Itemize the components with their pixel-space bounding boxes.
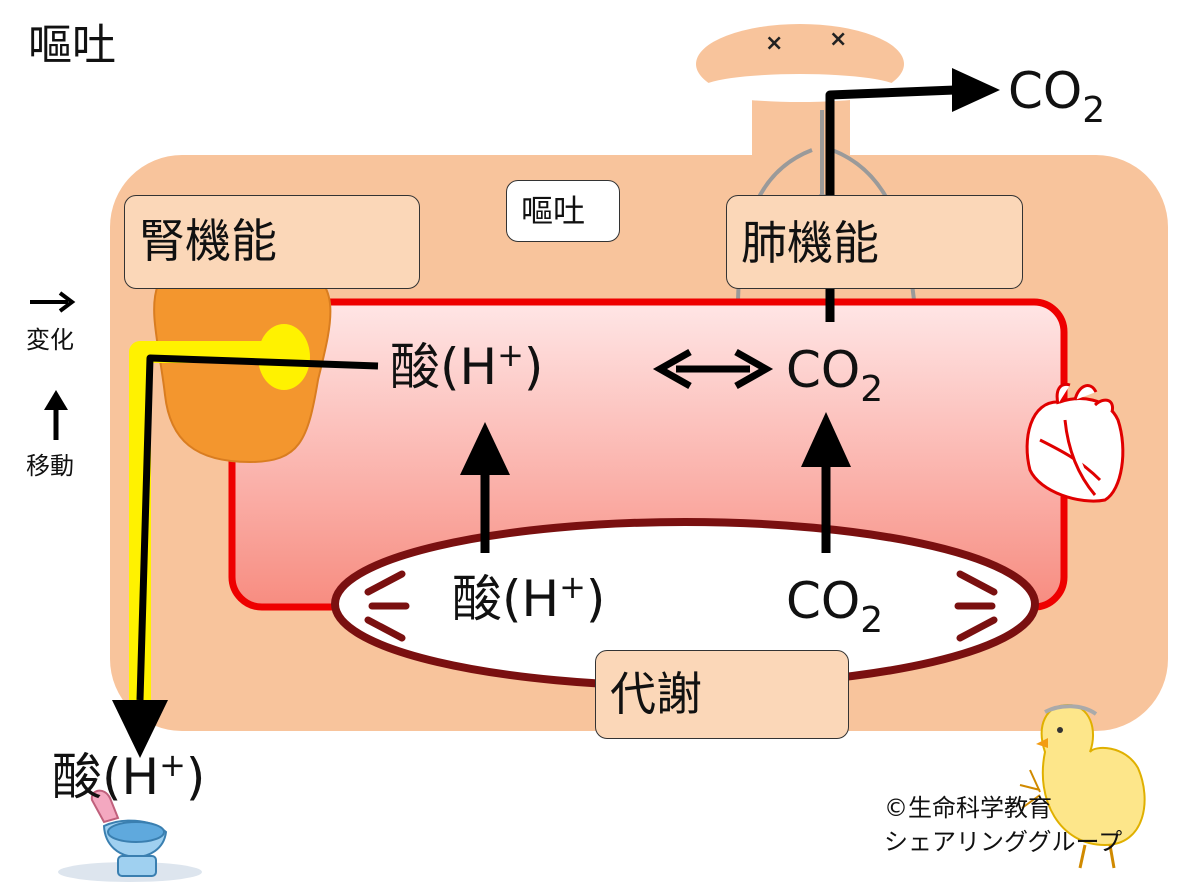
co2-exhale-arrowhead (952, 68, 1000, 112)
acid-close: ) (185, 748, 206, 806)
co2-text: CO (1008, 62, 1083, 120)
kidney-function-label: 腎機能 (139, 214, 277, 268)
acid-excretion-line (136, 354, 379, 701)
arrow-acid-up (460, 422, 510, 553)
acid-plus: + (559, 568, 586, 606)
legend-change-arrow (30, 291, 76, 313)
lung-function-box: 肺機能 (726, 195, 1023, 289)
copyright-line-1: ©生命科学教育 (884, 794, 1052, 822)
acid-plus: + (159, 746, 186, 784)
co2-subscript: 2 (860, 600, 884, 641)
arrow-co2-up (801, 412, 851, 553)
legend-move-label: 移動 (26, 452, 74, 480)
legend-change-label: 変化 (26, 326, 74, 354)
double-arrow (652, 348, 774, 390)
metabolism-box: 代謝 (595, 650, 849, 739)
blood-acid-label: 酸(H+) (390, 339, 543, 392)
lung-function-label: 肺機能 (741, 216, 879, 270)
acid-text: 酸(H (452, 570, 560, 628)
acid-plus: + (497, 336, 524, 374)
eye-right-icon: × (829, 27, 847, 52)
kidney-function-box: 腎機能 (124, 195, 420, 289)
toilet-icon (58, 789, 202, 882)
chick-mascot-icon (1019, 703, 1146, 869)
heart-icon (1025, 382, 1125, 503)
metabolism-ticks (364, 570, 998, 642)
acid-text: 酸(H (52, 748, 160, 806)
metabolism-acid-label: 酸(H+) (452, 571, 605, 624)
acid-excretion-arrowhead (112, 700, 168, 758)
center-badge-label: 嘔吐 (521, 192, 586, 230)
acid-close: ) (523, 338, 544, 396)
copyright-line-2: シェアリンググループ (884, 828, 1123, 856)
co2-text: CO (786, 341, 861, 399)
center-badge: 嘔吐 (506, 180, 620, 242)
exhaled-co2-label: CO2 (1008, 66, 1105, 129)
legend-move-arrow (44, 390, 68, 440)
metabolism-label: 代謝 (610, 667, 702, 721)
co2-subscript: 2 (860, 369, 884, 410)
co2-subscript: 2 (1082, 90, 1106, 131)
blood-co2-label: CO2 (786, 345, 883, 408)
acid-text: 酸(H (390, 338, 498, 396)
acid-close: ) (585, 570, 606, 628)
excreted-acid-label: 酸(H+) (52, 749, 205, 802)
co2-text: CO (786, 572, 861, 630)
metabolism-co2-label: CO2 (786, 576, 883, 639)
eye-left-icon: × (765, 31, 783, 56)
page-title: 嘔吐 (28, 20, 116, 71)
